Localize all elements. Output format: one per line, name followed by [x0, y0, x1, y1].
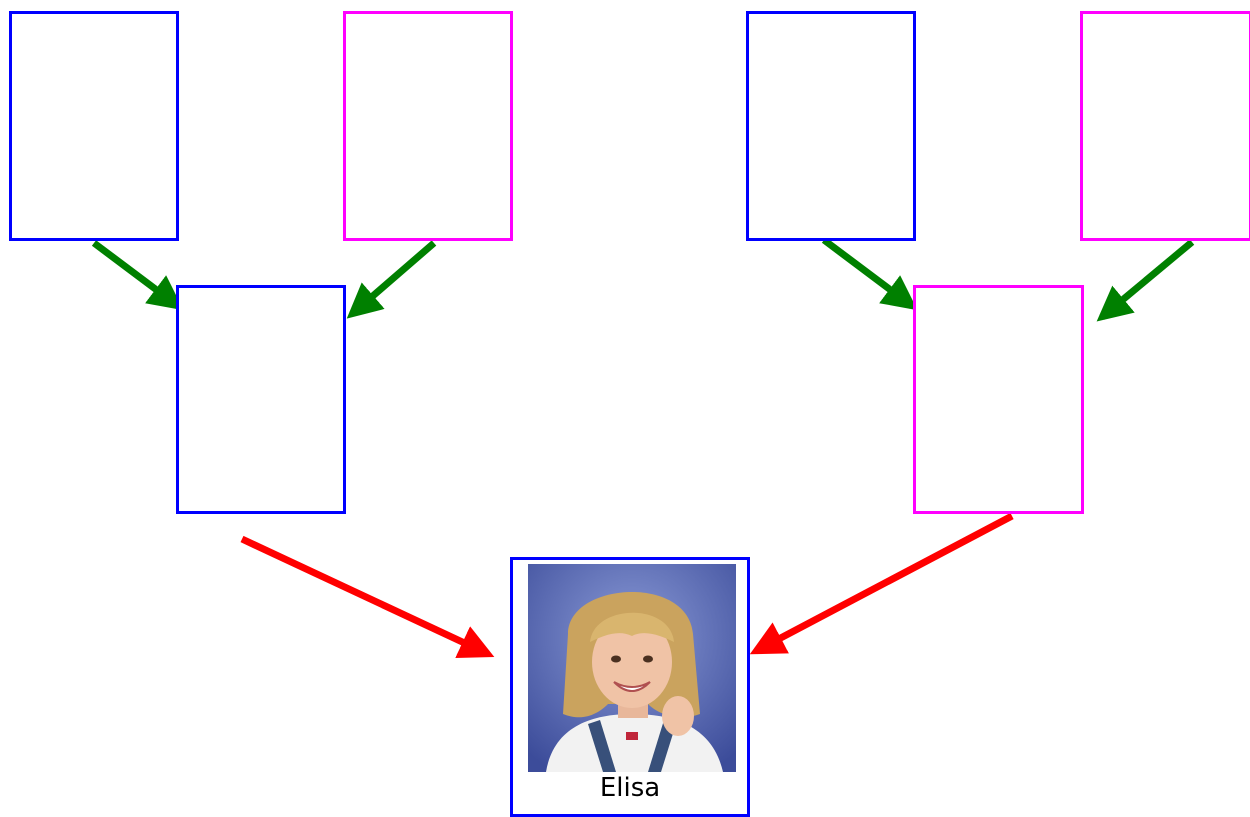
- mother-box: [913, 285, 1084, 514]
- paternal-grandmother-box: [343, 11, 513, 241]
- father-box: [176, 285, 346, 514]
- arrow-mother-to-child: [749, 512, 1014, 655]
- child-name-label: Elisa: [599, 773, 661, 803]
- child-box: Elisa: [510, 557, 750, 817]
- maternal-grandfather-box: [746, 11, 916, 241]
- arrow-father-to-child: [240, 535, 495, 658]
- arrow-maternal-grandmother-to-mother: [1096, 239, 1195, 322]
- arrow-paternal-grandmother-to-father: [346, 240, 437, 319]
- child-photo: [528, 564, 736, 772]
- arrow-maternal-grandfather-to-mother: [821, 237, 918, 311]
- arrow-paternal-grandfather-to-father: [91, 240, 184, 311]
- paternal-grandfather-box: [9, 11, 179, 241]
- maternal-grandmother-box: [1080, 11, 1250, 241]
